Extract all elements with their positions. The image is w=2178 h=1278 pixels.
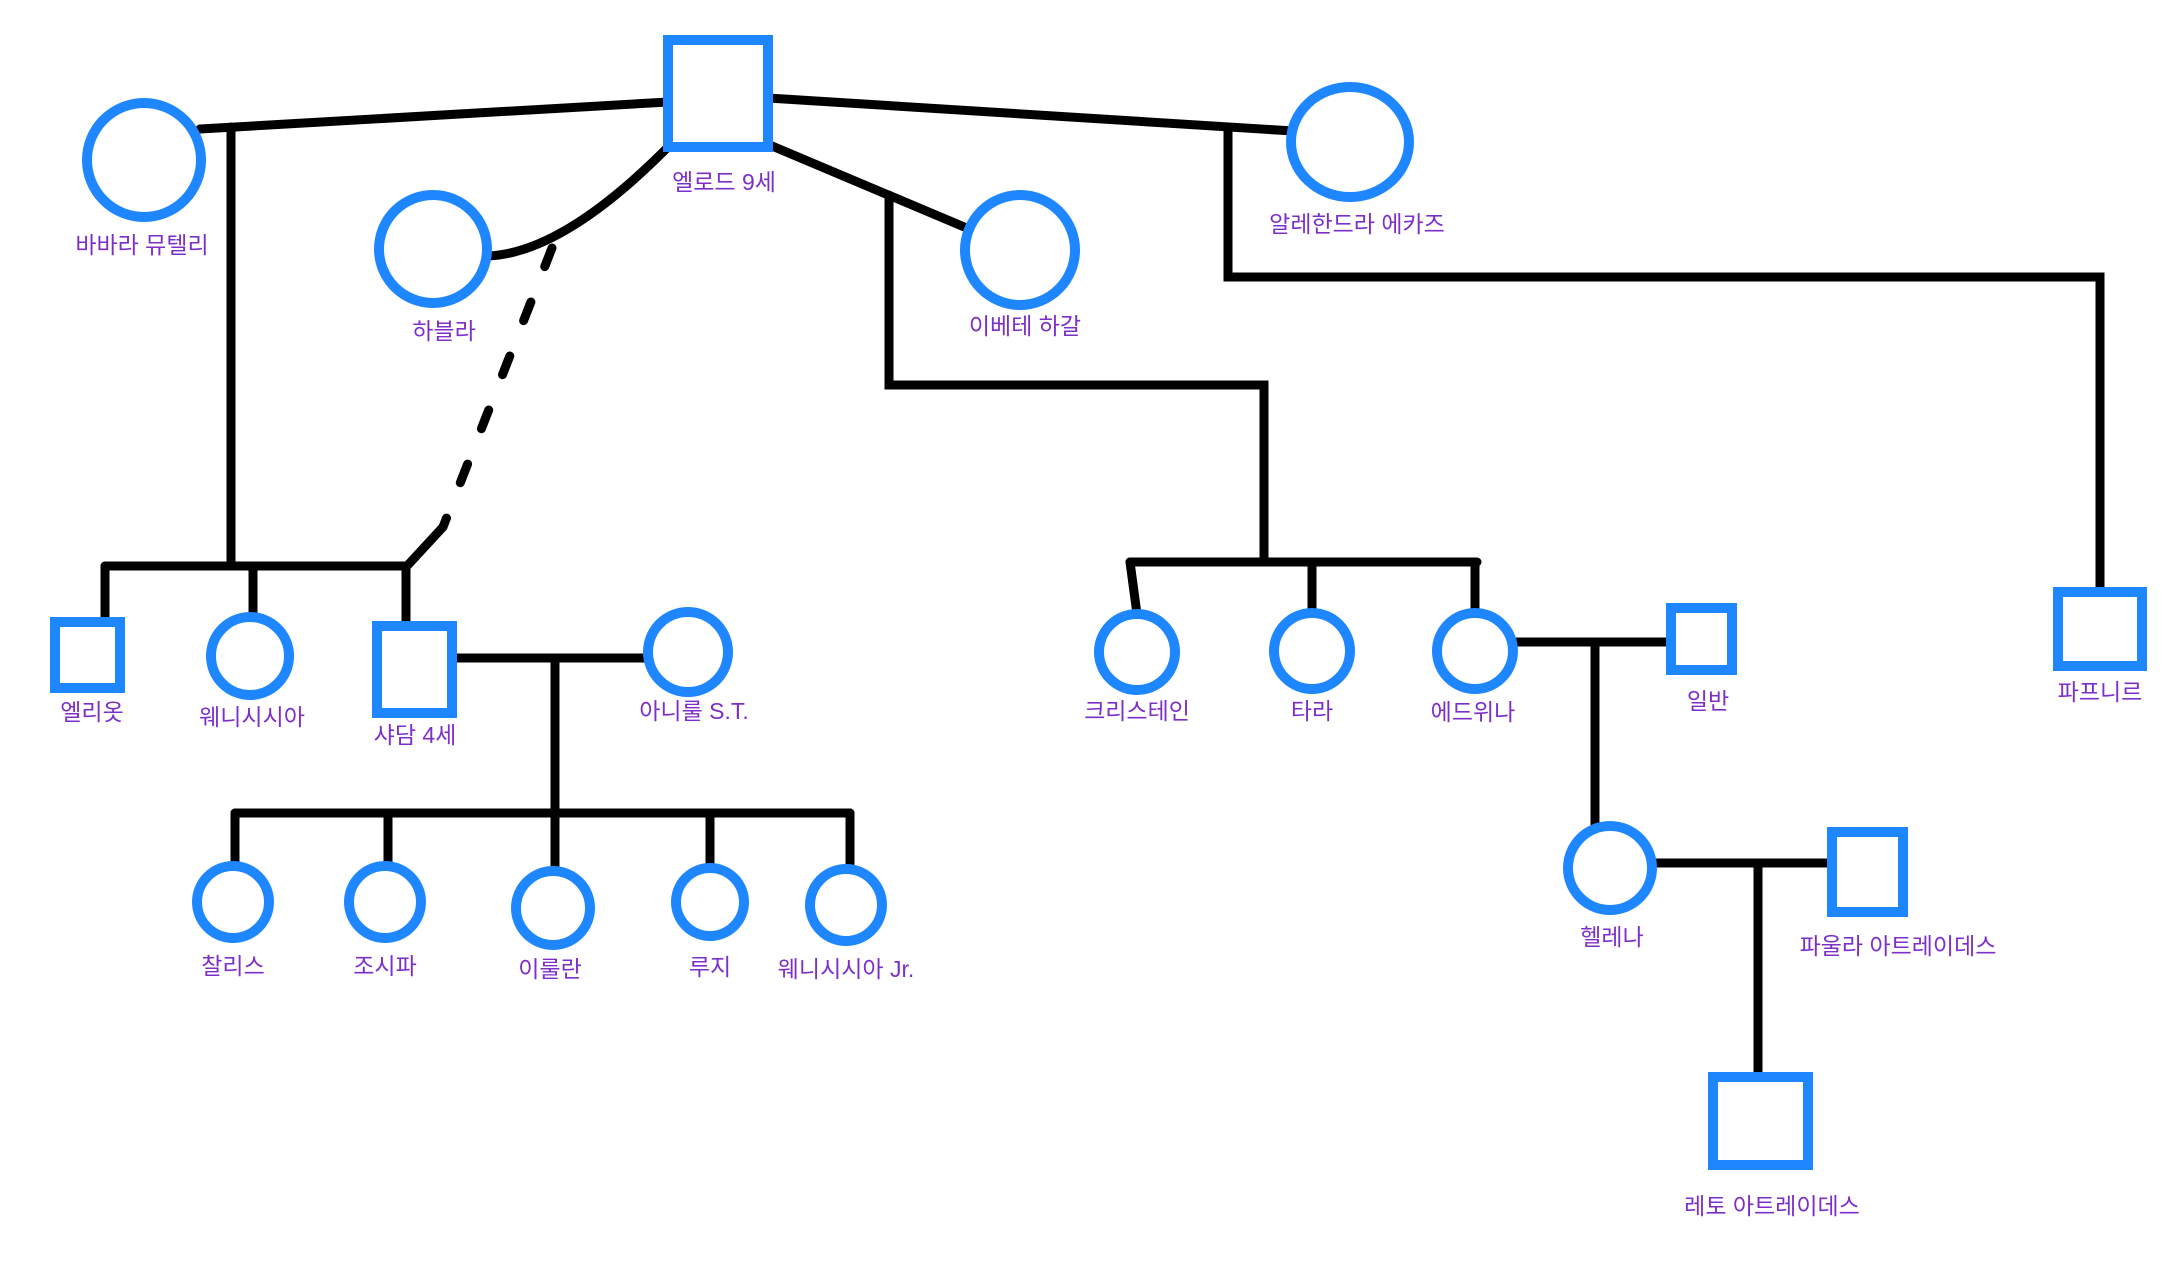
node-fafnir[interactable] [2053,587,2147,671]
node-anirul[interactable] [643,607,733,697]
node-yvette[interactable] [960,190,1080,310]
node-irulan[interactable] [511,866,595,950]
label-rugi: 루지 [689,954,731,980]
child-drop-fafnir[interactable] [1223,122,2105,597]
nodes-layer [50,35,2147,1170]
dashed-link-tail[interactable] [402,522,448,571]
label-josifa: 조시파 [353,953,416,979]
node-edwina[interactable] [1432,608,1518,694]
label-elliott: 엘리옷 [60,699,123,725]
node-wensicia-jr[interactable] [805,864,887,946]
label-barbara: 바바라 뮤텔리 [75,232,208,258]
label-paula: 파울라 아트레이데스 [1800,933,1997,959]
label-edwina: 에드위나 [1431,699,1516,725]
node-elliott[interactable] [50,617,125,693]
node-tara[interactable] [1269,608,1355,694]
node-habla[interactable] [374,190,492,308]
edges-layer [100,93,2105,1082]
label-shaddam-iv: 샤담 4세 [374,722,457,748]
node-helena[interactable] [1563,821,1657,915]
drop-christane[interactable] [1125,557,1142,619]
label-yvette: 이베테 하갈 [969,313,1081,339]
node-shaddam-iv[interactable] [372,621,457,718]
union-line-elrood-yvette[interactable] [760,138,974,234]
node-paula[interactable] [1827,827,1908,917]
label-fafnir: 파프니르 [2058,679,2143,705]
node-elrood-ix[interactable] [663,35,773,152]
label-alejandra: 알레한드라 에카즈 [1269,211,1445,237]
label-wensicia-jr: 웨니시시아 Jr. [778,956,914,982]
union-line-barbara-elrood[interactable] [195,97,673,134]
label-irulan: 이룰란 [518,956,581,982]
node-christane[interactable] [1094,609,1180,695]
node-chalice[interactable] [192,861,274,943]
label-tara: 타라 [1291,698,1333,724]
union-line-elrood-alejandra[interactable] [763,93,1298,136]
label-helena: 헬레나 [1580,924,1643,950]
label-leto: 레토 아트레이데스 [1684,1193,1860,1219]
label-anirul: 아니룰 S.T. [639,698,749,724]
label-habla: 하블라 [412,318,475,344]
dashed-child-link-habla-shaddam[interactable] [438,243,557,532]
node-josifa[interactable] [344,861,426,943]
node-ilban[interactable] [1666,603,1737,675]
label-ilban: 일반 [1687,688,1729,714]
node-wensicia[interactable] [206,612,294,700]
label-elrood-ix: 엘로드 9세 [672,169,776,195]
label-chalice: 찰리스 [201,953,264,979]
node-barbara[interactable] [82,98,206,222]
node-alejandra[interactable] [1286,82,1414,202]
child-drop-elrood-yvette[interactable] [884,190,1269,567]
node-leto[interactable] [1708,1072,1813,1170]
union-curve-elrood-habla[interactable] [484,139,676,261]
label-christane: 크리스테인 [1084,698,1190,724]
labels-layer: 엘로드 9세 바바라 뮤텔리 하블라 이베테 하갈 알레한드라 에카즈 엘리옷 … [60,169,2142,1219]
label-wensicia: 웨니시시아 [199,704,305,730]
node-rugi[interactable] [671,863,749,941]
